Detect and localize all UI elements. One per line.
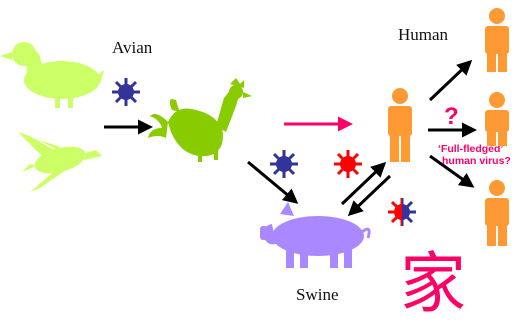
note-line-2: human virus? [442,155,511,167]
arrow-human-to-swine [350,176,390,214]
reassortant-virus-icon [388,198,416,226]
arrow-human-to-top [430,62,470,100]
swine-label: Swine [296,285,339,304]
person-icon [485,180,509,246]
virus-icon [112,78,140,106]
question-mark: ? [444,103,459,130]
duck-icon [0,42,104,108]
person-icon [388,88,412,162]
human-label: Human [398,25,449,44]
person-icon [485,8,509,72]
flying-goose-icon [18,132,102,192]
chinese-character: 家 [400,245,466,320]
avian-label: Avian [112,38,153,57]
virus-icon [270,150,298,178]
person-icon [485,92,509,146]
chicken-icon [148,78,252,162]
virus-icon [334,150,362,178]
